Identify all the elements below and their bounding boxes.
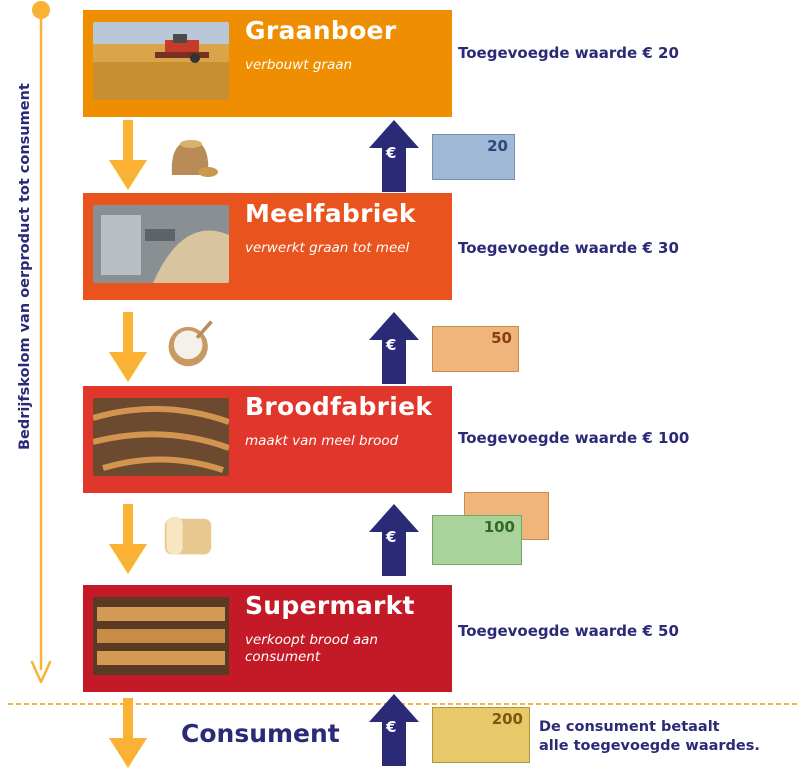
side-label: Bedrijfskolom van oerproduct tot consume… — [17, 83, 33, 450]
consumer-note-line2: alle toegevoegde waardes. — [539, 738, 760, 754]
banknote-50: 50 — [432, 326, 519, 372]
down-arrow-icon — [109, 120, 147, 190]
euro-up-arrow-icon — [369, 504, 419, 576]
euro-symbol: € — [386, 144, 397, 162]
stage-title: Broodfabriek — [245, 392, 433, 421]
down-arrow-icon — [109, 312, 147, 382]
down-arrow-icon — [109, 698, 147, 768]
stage-subtitle: verwerkt graan tot meel — [245, 240, 410, 256]
stage-graanboer: Graanboer verbouwt graan — [83, 10, 452, 117]
consumer-label: Consument — [181, 719, 340, 748]
euro-symbol: € — [386, 336, 397, 354]
bread-loaf-icon — [164, 516, 212, 555]
bakery-shelf-photo — [93, 597, 229, 675]
bread-factory-photo — [93, 398, 229, 476]
banknote-20: 20 — [432, 134, 515, 180]
euro-up-arrow-icon — [369, 120, 419, 192]
banknote-100: 100 — [432, 515, 522, 565]
value-supermarkt: Toegevoegde waarde € 50 — [458, 622, 679, 640]
euro-symbol: € — [386, 528, 397, 546]
value-broodfabriek: Toegevoegde waarde € 100 — [458, 429, 690, 447]
stage-subtitle: maakt van meel brood — [245, 433, 399, 449]
consumer-note: De consument betaalt alle toegevoegde wa… — [539, 718, 760, 756]
stage-title: Meelfabriek — [245, 199, 416, 228]
stage-title: Supermarkt — [245, 591, 415, 620]
euro-up-arrow-icon — [369, 694, 419, 766]
stage-supermarkt: Supermarkt verkoopt brood aan consument — [83, 585, 452, 692]
consumer-note-line1: De consument betaalt — [539, 719, 720, 735]
mill-photo — [93, 205, 229, 283]
harvester-photo — [93, 22, 229, 100]
euro-symbol: € — [386, 718, 397, 736]
grain-sack-icon — [171, 140, 218, 177]
stage-subtitle: verbouwt graan — [245, 57, 353, 73]
consumer-divider — [8, 703, 800, 705]
stage-subtitle: verkoopt brood aan consument — [245, 632, 378, 665]
euro-up-arrow-icon — [369, 312, 419, 384]
value-meelfabriek: Toegevoegde waarde € 30 — [458, 239, 679, 257]
flour-bowl-icon — [168, 320, 213, 367]
stage-meelfabriek: Meelfabriek verwerkt graan tot meel — [83, 193, 452, 300]
timeline-arrow — [30, 1, 52, 684]
banknote-200: 200 — [432, 707, 530, 763]
stage-broodfabriek: Broodfabriek maakt van meel brood — [83, 386, 452, 493]
stage-title: Graanboer — [245, 16, 397, 45]
down-arrow-icon — [109, 504, 147, 574]
value-graanboer: Toegevoegde waarde € 20 — [458, 44, 679, 62]
